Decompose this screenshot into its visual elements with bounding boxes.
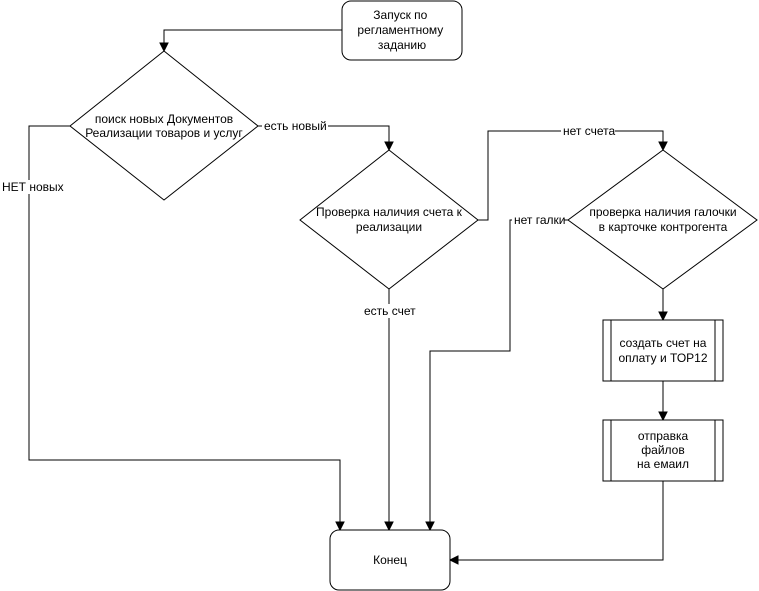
node-check-invoice-line1: Проверка наличия счета к <box>316 205 463 219</box>
edge-search-to-end <box>28 125 341 523</box>
arrowhead <box>425 521 435 532</box>
edge-label-no-new: НЕТ новых <box>2 180 64 194</box>
edge-check-invoice-to-check-flag <box>478 130 664 221</box>
edge-send-files-to-end <box>457 481 664 561</box>
edge-label-no-invoice: нет счета <box>563 124 615 138</box>
node-create-invoice-line1: создать счет на <box>620 336 707 350</box>
node-check-flag <box>567 149 758 290</box>
node-start <box>341 0 463 61</box>
node-send-files-line2: файлов <box>641 443 684 457</box>
node-send-files-line3: на емаил <box>637 457 689 471</box>
node-start-label: Запуск по регламентному заданию <box>357 8 446 52</box>
node-search-line2: Реализации товаров и услуг <box>85 126 243 140</box>
edge-label-has-new: есть новый <box>264 119 327 133</box>
node-send-files-line1: отправка <box>638 429 689 443</box>
node-check-flag-line1: проверка наличия галочки <box>589 205 736 219</box>
node-search <box>69 50 259 201</box>
node-end <box>329 529 451 591</box>
edge-label-no-flag: нет галки <box>514 213 565 227</box>
arrowhead <box>159 42 169 53</box>
label-bg <box>262 119 328 133</box>
label-bg <box>561 124 615 138</box>
arrowhead <box>335 521 345 532</box>
node-check-invoice <box>299 149 479 290</box>
node-start-line2: регламентному <box>357 23 443 37</box>
label-bg <box>1 180 59 194</box>
label-bg <box>363 304 415 318</box>
label-bg <box>512 213 564 227</box>
edge-label-has-invoice: есть счет <box>364 304 416 318</box>
arrowhead <box>658 141 668 152</box>
arrowhead <box>658 311 668 322</box>
node-check-invoice-line2: реализации <box>356 220 422 234</box>
node-create-invoice <box>602 319 724 382</box>
edge-check-flag-to-end <box>429 219 568 523</box>
arrowhead <box>658 411 668 422</box>
edge-start-to-search <box>163 29 342 44</box>
node-search-line1: поиск новых Документов <box>95 112 233 126</box>
node-start-line3: заданию <box>378 38 426 52</box>
node-check-flag-line2: в карточке контрогента <box>599 220 728 234</box>
node-create-invoice-line2: оплату и ТОР12 <box>618 351 707 365</box>
arrowhead <box>384 521 394 532</box>
arrowhead <box>384 141 394 152</box>
arrowhead <box>448 555 459 565</box>
node-send-files <box>602 419 724 482</box>
node-end-label: Конец <box>373 553 407 567</box>
node-start-line1: Запуск по <box>373 8 427 22</box>
